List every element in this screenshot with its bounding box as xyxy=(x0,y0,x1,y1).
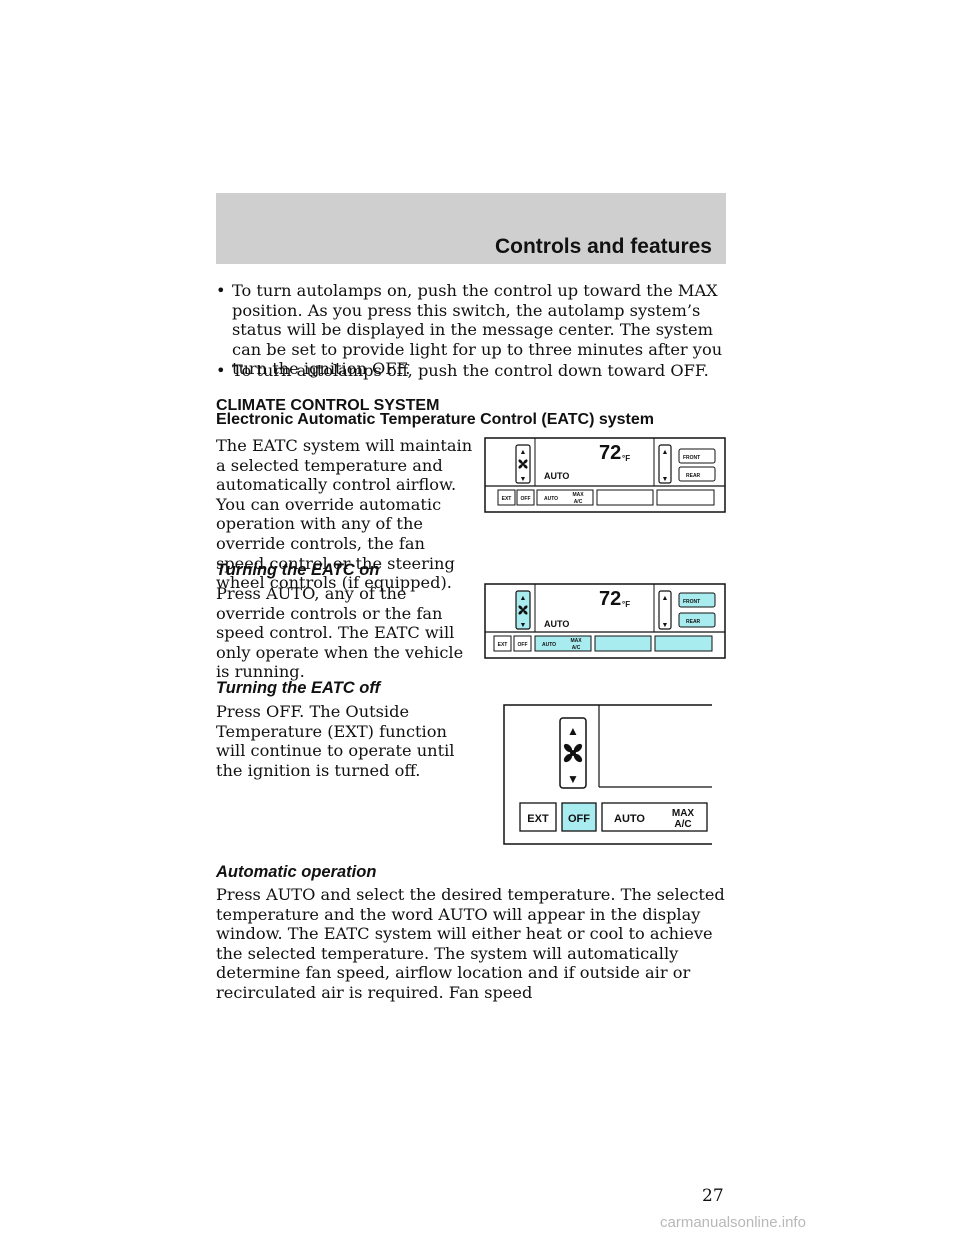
svg-text:MAX: MAX xyxy=(570,638,582,644)
paragraph-eatc: The EATC system will maintain a selected… xyxy=(216,436,473,593)
svg-text:AUTO: AUTO xyxy=(614,813,645,825)
svg-text:A/C: A/C xyxy=(674,819,691,830)
off-button[interactable]: OFF xyxy=(561,802,597,832)
arrow-down-icon: ▼ xyxy=(662,622,669,629)
svg-text:EXT: EXT xyxy=(527,813,549,825)
airflow-floor-button[interactable] xyxy=(654,635,713,652)
svg-text:FRONT: FRONT xyxy=(683,599,700,605)
off-button[interactable]: OFF xyxy=(516,489,535,506)
svg-text:OFF: OFF xyxy=(521,496,531,502)
svg-text:OFF: OFF xyxy=(518,642,528,648)
svg-text:OFF: OFF xyxy=(568,813,590,825)
arrow-up-icon: ▲ xyxy=(662,449,669,456)
fan-icon xyxy=(563,743,583,763)
bullet-autolamps-on: • To turn autolamps on, push the control… xyxy=(216,281,736,379)
arrow-down-icon: ▼ xyxy=(520,476,527,483)
svg-text:MAX: MAX xyxy=(672,808,695,819)
page-number: 27 xyxy=(702,1186,724,1206)
svg-text:REAR: REAR xyxy=(686,473,701,479)
temperature-readout: 72 xyxy=(599,588,621,610)
airflow-panel-button[interactable] xyxy=(596,489,654,506)
svg-text:REAR: REAR xyxy=(686,619,701,625)
svg-text:EXT: EXT xyxy=(502,496,512,502)
arrow-down-icon: ▼ xyxy=(520,622,527,629)
arrow-up-icon: ▲ xyxy=(662,595,669,602)
paragraph-turning-off: Press OFF. The Outside Temperature (EXT)… xyxy=(216,702,455,780)
arrow-up-icon: ▲ xyxy=(520,449,527,456)
fan-speed-rocker[interactable]: ▲ ▼ xyxy=(515,590,531,630)
heading-eatc-system: Electronic Automatic Temperature Control… xyxy=(216,411,654,428)
rear-defrost-button[interactable]: REAR xyxy=(678,466,716,482)
front-defrost-button[interactable]: FRONT xyxy=(678,592,716,608)
temperature-readout: 72 xyxy=(599,442,621,464)
paragraph-turning-on: Press AUTO, any of the override controls… xyxy=(216,584,464,682)
auto-indicator: AUTO xyxy=(544,471,569,481)
ext-button[interactable]: EXT xyxy=(493,635,512,652)
watermark: carmanualsonline.info xyxy=(660,1214,806,1231)
front-defrost-button[interactable]: FRONT xyxy=(678,448,716,464)
airflow-floor-button[interactable] xyxy=(656,489,715,506)
fan-icon xyxy=(518,459,528,469)
heading-climate-control: CLIMATE CONTROL SYSTEM xyxy=(216,397,440,414)
fan-speed-rocker[interactable]: ▲ ▼ xyxy=(515,444,531,484)
airflow-panel-button[interactable] xyxy=(594,635,652,652)
rear-defrost-button[interactable]: REAR xyxy=(678,612,716,628)
eatc-panel-on-figure: ▲ ▼ 72 °F AUTO ▲ ▼ FRONT REAR EXT OFF AU… xyxy=(484,583,726,659)
paragraph-automatic-operation: Press AUTO and select the desired temper… xyxy=(216,885,725,1002)
temperature-rocker[interactable]: ▲ ▼ xyxy=(658,590,672,630)
section-title: Controls and features xyxy=(494,235,712,258)
fan-icon xyxy=(518,605,528,615)
temperature-unit: °F xyxy=(622,454,630,463)
bullet-text: To turn autolamps on, push the control u… xyxy=(232,281,723,379)
off-button[interactable]: OFF xyxy=(513,635,532,652)
svg-text:A/C: A/C xyxy=(572,645,581,651)
svg-text:AUTO: AUTO xyxy=(542,642,556,648)
fan-speed-rocker[interactable]: ▲ ▼ xyxy=(559,717,587,789)
temperature-rocker[interactable]: ▲ ▼ xyxy=(658,444,672,484)
ext-button[interactable]: EXT xyxy=(519,802,557,832)
bullet-marker: • xyxy=(216,281,226,300)
arrow-down-icon: ▼ xyxy=(567,772,579,786)
heading-turning-off: Turning the EATC off xyxy=(216,679,381,697)
section-header-band: Controls and features xyxy=(216,193,726,264)
auto-indicator: AUTO xyxy=(544,619,569,629)
arrow-up-icon: ▲ xyxy=(567,724,579,738)
heading-automatic-operation: Automatic operation xyxy=(216,863,377,881)
bullet-marker: • xyxy=(216,361,226,380)
heading-turning-on: Turning the EATC on xyxy=(216,561,380,579)
arrow-up-icon: ▲ xyxy=(520,595,527,602)
bullet-text: To turn autolamps off, push the control … xyxy=(232,361,709,380)
svg-text:MAX: MAX xyxy=(572,492,584,498)
ext-button[interactable]: EXT xyxy=(497,489,516,506)
bullet-autolamps-off: • To turn autolamps off, push the contro… xyxy=(216,361,736,381)
svg-text:FRONT: FRONT xyxy=(683,455,700,461)
temperature-unit: °F xyxy=(622,600,630,609)
svg-text:A/C: A/C xyxy=(574,499,583,505)
svg-text:AUTO: AUTO xyxy=(544,496,558,502)
eatc-panel-figure: ▲ ▼ 72 °F AUTO ▲ ▼ FRONT REAR EXT OFF AU… xyxy=(484,437,726,513)
svg-text:EXT: EXT xyxy=(498,642,508,648)
arrow-down-icon: ▼ xyxy=(662,476,669,483)
